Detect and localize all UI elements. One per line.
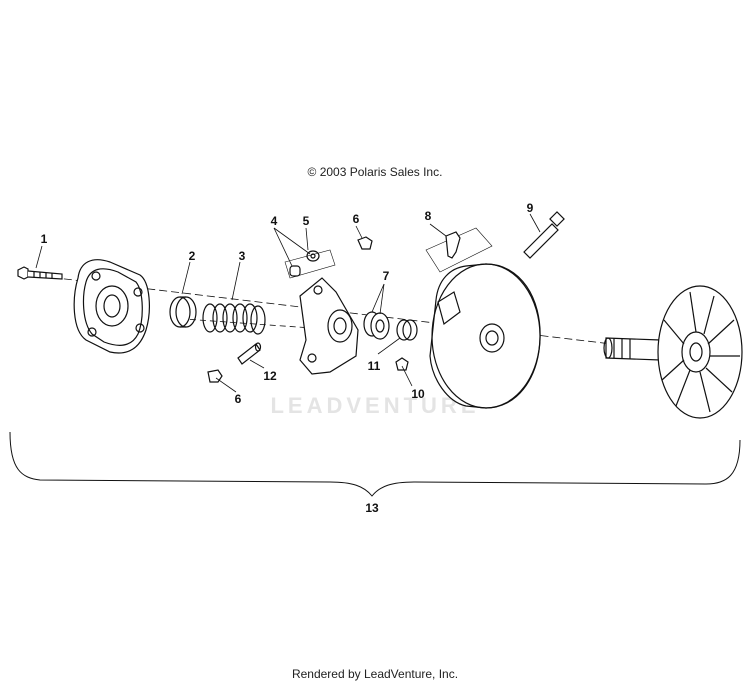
callout-11: 11 — [367, 359, 381, 373]
callout-8: 8 — [424, 209, 432, 223]
callout-10: 10 — [411, 387, 425, 401]
callout-13: 13 — [365, 501, 379, 515]
copyright-text: © 2003 Polaris Sales Inc. — [307, 165, 443, 179]
callout-5: 5 — [302, 214, 310, 228]
washers-part-7 — [363, 311, 390, 340]
callout-7: 7 — [382, 269, 390, 283]
moveable-sheave — [429, 263, 541, 409]
callout-2: 2 — [188, 249, 196, 263]
bushing-part-2 — [169, 296, 197, 328]
nut-part-10 — [395, 357, 409, 371]
callout-6-upper: 6 — [352, 212, 360, 226]
fixed-sheave — [603, 285, 743, 419]
callout-12: 12 — [263, 369, 277, 383]
watermark-text: LEADVENTURE — [270, 393, 480, 418]
footer-text: Rendered by LeadVenture, Inc. — [291, 667, 459, 681]
bolt-part-9 — [523, 211, 565, 259]
spider-assembly — [299, 277, 359, 375]
button-part-6-upper — [357, 236, 373, 250]
cover-plate — [73, 259, 150, 354]
callout-4: 4 — [270, 214, 278, 228]
assembly-bracket — [9, 431, 741, 497]
weight-part-8 — [425, 227, 493, 273]
button-part-6-lower — [207, 369, 223, 383]
callout-3: 3 — [238, 249, 246, 263]
callout-1: 1 — [40, 232, 48, 246]
bolt-part-1 — [17, 266, 63, 280]
callout-6-lower: 6 — [234, 392, 242, 406]
spring-part-3 — [202, 303, 266, 335]
bushing-part-11 — [396, 319, 418, 341]
washer-part-5 — [306, 250, 320, 262]
pin-part-12 — [237, 342, 262, 365]
roller-part-4 — [289, 265, 301, 277]
leader-lines — [35, 213, 541, 393]
callout-9: 9 — [526, 201, 534, 215]
